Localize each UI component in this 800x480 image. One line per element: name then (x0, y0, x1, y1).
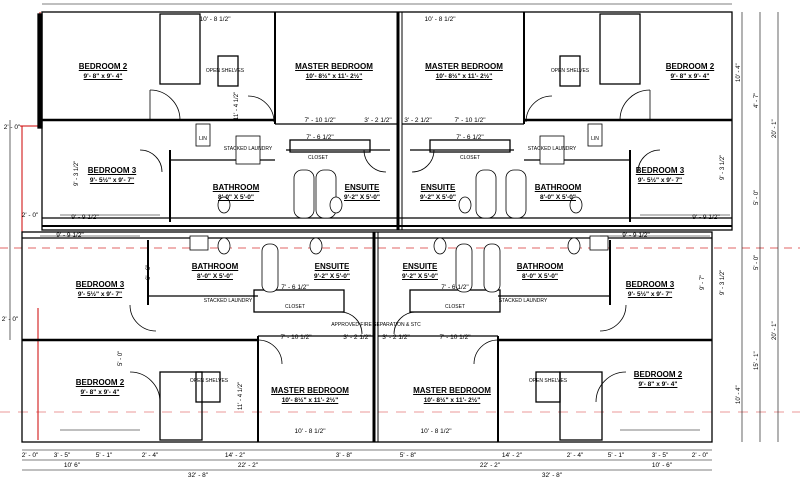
dimension-text: 3' - 8" (335, 452, 353, 459)
dimension-text: 10' - 6" (651, 462, 673, 469)
walls (21, 11, 733, 443)
dimension-text: 11' - 4 1/2" (234, 91, 240, 120)
dimension-text: 7' - 6 1/2" (306, 134, 334, 141)
dimension-lines (9, 3, 779, 471)
dimension-text: 2' - 0" (3, 124, 21, 131)
dimension-text: 2' - 4" (566, 452, 584, 459)
closet-label: CLOSET (307, 155, 329, 161)
dimension-text: 7' - 10 1/2" (304, 117, 336, 124)
dimension-text: 5' - 0" (754, 189, 760, 205)
dimension-text: 9' - 9 1/2" (71, 214, 99, 221)
closet-label: CLOSET (459, 155, 481, 161)
dimension-text: 7' - 6 1/2" (281, 284, 309, 291)
dimension-text: 3' - 5" (651, 452, 669, 459)
open-shelves-label: OPEN SHELVES (528, 378, 568, 384)
linen-label: LIN (199, 136, 207, 142)
dimension-text: 3' - 5" (53, 452, 71, 459)
dimension-text: 2' - 0" (1, 316, 19, 323)
closet-label: CLOSET (444, 304, 466, 310)
dimension-text: 5' - 1" (95, 452, 113, 459)
dimension-text: 2' - 0" (21, 452, 39, 459)
dimension-text: 14' - 2" (224, 452, 246, 459)
dimension-text: 20' - 1" (772, 321, 778, 340)
dimension-text: 9' - 9 1/2" (56, 232, 84, 239)
stacked-laundry-label: STACKED LAUNDRY (203, 298, 253, 304)
dimension-text: 4' - 7" (754, 92, 760, 108)
dimension-text: 5' - 1" (607, 452, 625, 459)
open-shelves-label: OPEN SHELVES (189, 378, 229, 384)
stacked-laundry-label: STACKED LAUNDRY (527, 146, 577, 152)
dimension-text: 22' - 2" (479, 462, 501, 469)
dimension-text: 5' - 0" (118, 350, 124, 366)
fire-separation-note: APPROVED FIRE SEPARATION & STC (331, 322, 421, 328)
dimension-text: 20' - 1" (772, 119, 778, 138)
dimension-text: 10' - 8 1/2" (199, 16, 231, 23)
red-guide-lines (0, 12, 800, 440)
dimension-text: 3' - 2 1/2" (343, 334, 371, 341)
dimension-text: 5' - 0" (754, 254, 760, 270)
fixtures (189, 123, 609, 293)
dimension-text: 9' - 9 1/2" (622, 232, 650, 239)
dimension-text: 9' - 3 1/2" (74, 160, 80, 186)
dimension-text: 7' - 6 1/2" (441, 284, 469, 291)
dimension-text: 9' - 3 1/2" (720, 269, 726, 295)
dimension-text: 7' - 10 1/2" (280, 334, 312, 341)
dimension-text: 7' - 10 1/2" (439, 334, 471, 341)
stacked-laundry-label: STACKED LAUNDRY (223, 146, 273, 152)
dimension-text: 32' - 8" (541, 472, 563, 479)
open-shelves-label: OPEN SHELVES (550, 68, 590, 74)
dimension-text: 6' - 6" (146, 264, 152, 280)
dimension-text: 3' - 2 1/2" (382, 334, 410, 341)
dimension-text: 10' - 4" (736, 63, 742, 82)
dimension-text: 3' - 2 1/2" (404, 117, 432, 124)
dimension-text: 32' - 8" (187, 472, 209, 479)
door-swings (129, 89, 661, 403)
dimension-text: 5' - 8" (399, 452, 417, 459)
dimension-text: 22' - 2" (237, 462, 259, 469)
dimension-text: 2' - 0" (21, 212, 39, 219)
dimension-text: 2' - 0" (691, 452, 709, 459)
dimension-text: 10' - 8 1/2" (424, 16, 456, 23)
dimension-text: 14' - 2" (501, 452, 523, 459)
dimension-text: 10' 6" (63, 462, 81, 469)
dimension-text: 10' - 8 1/2" (294, 428, 326, 435)
dimension-text: 9' - 7" (700, 274, 706, 290)
closet-label: CLOSET (284, 304, 306, 310)
dimension-text: 2' - 4" (141, 452, 159, 459)
dimension-text: 10' - 4" (736, 385, 742, 404)
dimension-text: 7' - 6 1/2" (456, 134, 484, 141)
dimension-text: 9' - 3 1/2" (720, 154, 726, 180)
dimension-text: 11' - 4 1/2" (238, 381, 244, 410)
linen-label: LIN (591, 136, 599, 142)
dimension-text: 10' - 8 1/2" (420, 428, 452, 435)
dimension-text: 7' - 10 1/2" (454, 117, 486, 124)
dimension-text: 15' - 1" (754, 351, 760, 370)
dimension-text: 3' - 2 1/2" (364, 117, 392, 124)
stacked-laundry-label: STACKED LAUNDRY (498, 298, 548, 304)
dimension-text: 9' - 9 1/2" (692, 214, 720, 221)
open-shelves-label: OPEN SHELVES (205, 68, 245, 74)
